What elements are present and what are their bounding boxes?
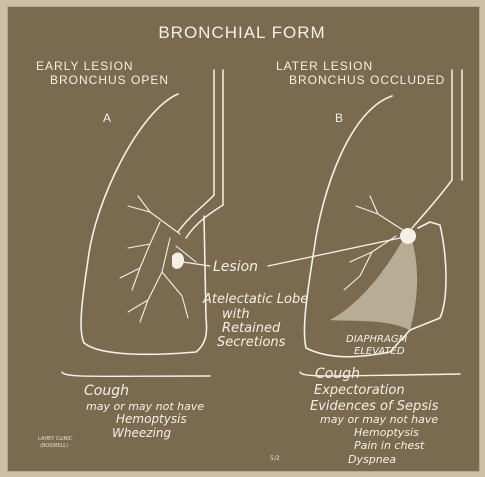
lesion-right-marker [400, 228, 416, 244]
right-note-expectoration: Expectoration [314, 383, 405, 398]
right-header-line1: LATER LESION [276, 59, 373, 73]
right-lung-drawing [304, 70, 462, 357]
credit-line1: LAHEY CLINIC [38, 436, 73, 442]
left-divider-line [62, 372, 210, 376]
right-header-line2: BRONCHUS OCCLUDED [289, 73, 445, 87]
panel-letter-b: B [335, 111, 344, 125]
credit-line2: (BOSWELL) [40, 443, 68, 449]
atelectatic-label-line1: Atelectatic Lobe [202, 292, 308, 307]
left-header-line2: BRONCHUS OPEN [50, 73, 169, 87]
left-header-line1: EARLY LESION [36, 59, 134, 73]
right-note-cough: Cough [315, 366, 360, 382]
lesion-label: Lesion [213, 259, 258, 275]
lesion-leader-right [268, 238, 400, 266]
right-note-dyspnea: Dyspnea [348, 453, 396, 466]
diaphragm-label-line1: DIAPHRAGM [346, 334, 408, 345]
right-note-may-or-may-not: may or may not have [320, 413, 438, 426]
lesion-leader-left [183, 262, 210, 266]
lesion-left-marker [172, 253, 184, 269]
right-note-hemoptysis: Hemoptysis [354, 426, 419, 439]
panel-letter-a: A [103, 111, 112, 125]
left-note-cough: Cough [84, 383, 129, 399]
atelectatic-lobe-shading [330, 238, 417, 330]
atelectatic-label-line4: Secretions [217, 335, 286, 350]
right-note-sepsis: Evidences of Sepsis [310, 399, 439, 414]
atelectatic-label-line3: Retained [222, 321, 281, 336]
left-note-hemoptysis: Hemoptysis [116, 412, 187, 426]
diagram-title: BRONCHIAL FORM [158, 23, 325, 42]
diaphragm-label-line2: ELEVATED [354, 346, 405, 357]
atelectatic-label-line2: with [222, 307, 250, 322]
corner-mark: 5/2 [270, 455, 280, 462]
left-note-wheezing: Wheezing [112, 426, 171, 440]
right-note-pain: Pain in chest [354, 439, 425, 452]
